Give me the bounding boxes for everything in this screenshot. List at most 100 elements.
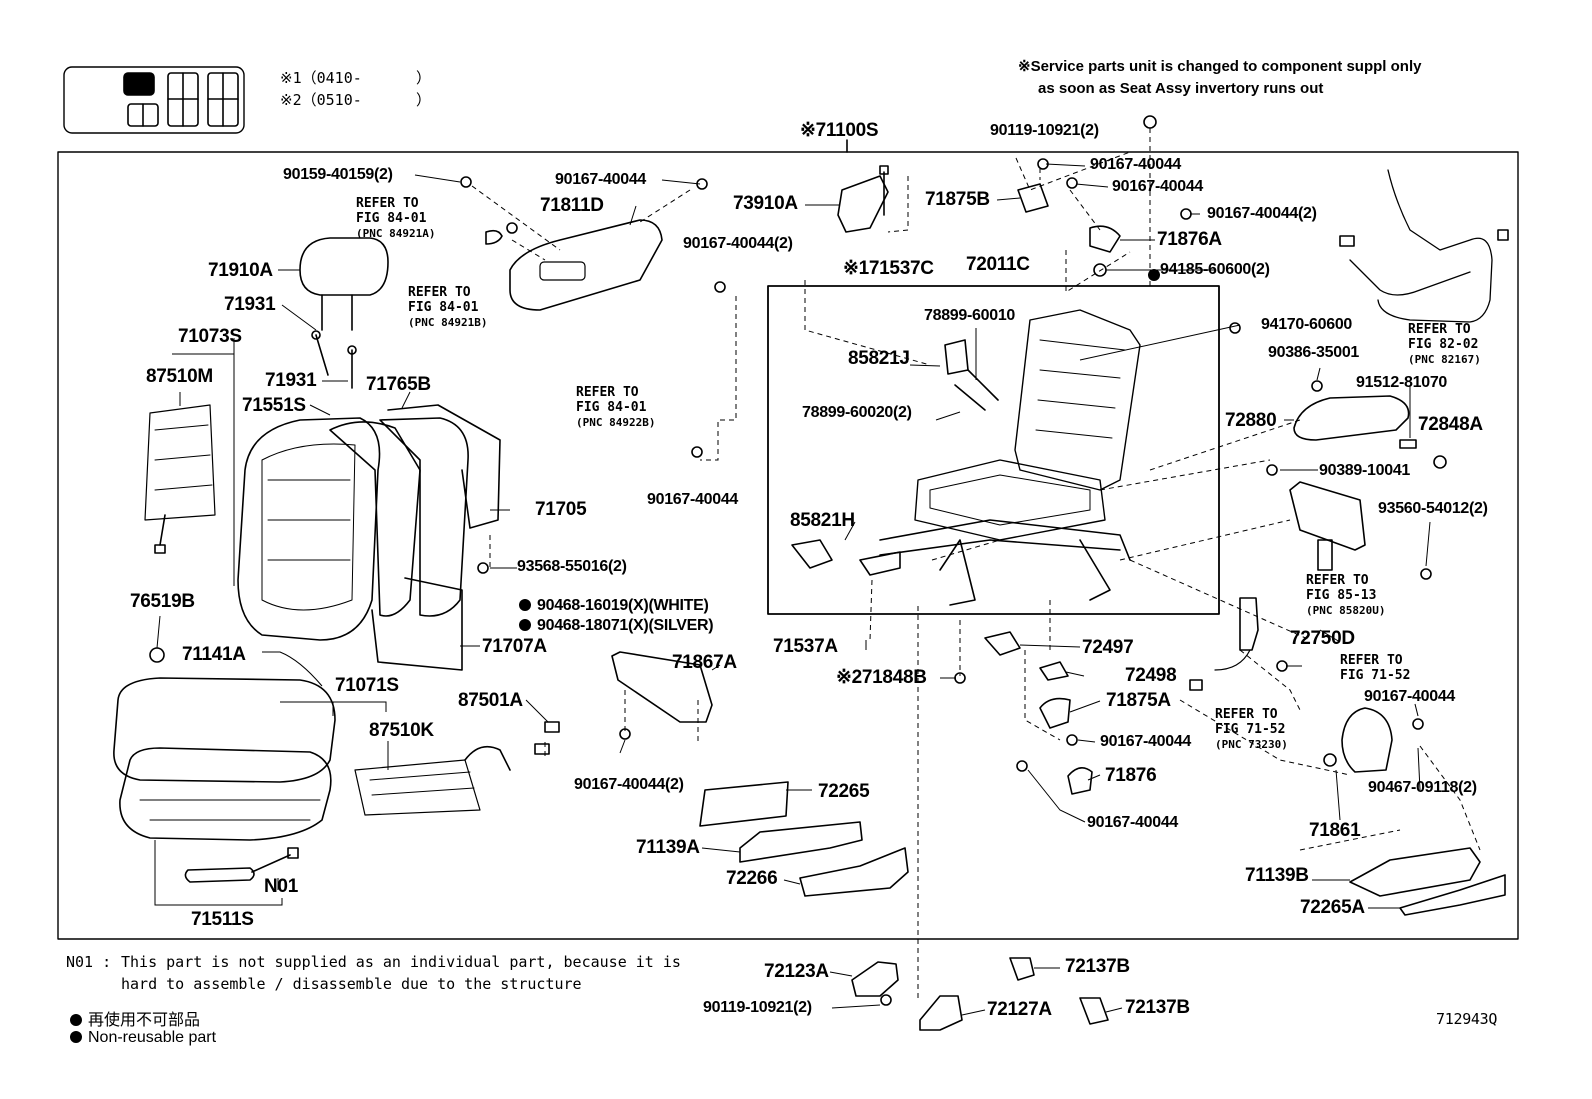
part-label: 73910A [733,193,798,214]
part-label: 90119-10921(2) [703,999,812,1016]
part-label: 94185-60600(2) [1160,261,1270,278]
part-label: 90167-40044 [647,491,739,508]
main-frame [57,151,1519,940]
part-label: 71705 [535,499,587,520]
part-label: 72266 [726,868,778,889]
part-label: 78899-60010 [924,307,1016,324]
footnote-line2: hard to assemble / disassemble due to th… [121,975,582,993]
footnote-line1: This part is not supplied as an individu… [121,953,681,971]
non-reusable-icon [70,1031,82,1043]
seat-frame-box [767,285,1220,615]
part-label: 90167-40044 [1087,814,1179,831]
seat-frame [859,309,1141,606]
side-shield [460,176,708,311]
part-label: 78899-60020(2) [802,404,912,421]
bracket-71876A [1089,225,1121,253]
part-label: 71071S [335,675,399,696]
part-label: 87510M [146,366,213,387]
part-label: 90167-40044(2) [574,776,684,793]
part-label: 90468-16019(X)(WHITE) [519,597,709,615]
part-label: 72123A [764,961,829,982]
part-label: 71141A [182,644,246,665]
figure-id: 712943Q [1436,1010,1498,1028]
armrest-bracket [1289,481,1366,551]
rail-cover-72265 [699,781,789,827]
non-reusable-icon [519,599,531,611]
cover-73910A [837,165,889,233]
rail-cover-72265A [1399,874,1506,916]
footnote-label: N01 : [66,953,112,971]
part-label: 71139B [1245,865,1309,886]
cap-72137B-bottom [1079,997,1109,1025]
part-label: 90467-09118(2) [1368,779,1477,796]
seat-heater-cushion [354,721,560,816]
leader-lines [154,163,1431,1016]
part-label: 71910A [208,260,273,281]
part-label: 85821H [790,510,855,531]
part-label: 87501A [458,690,523,711]
headrest [299,237,389,389]
part-label: 71511S [191,909,254,930]
seat-cushion [113,677,336,883]
part-label: 90468-18071(X)(SILVER) [519,617,714,635]
part-label: 71537A [773,636,838,657]
part-label: 71876 [1105,765,1157,786]
legend-en: Non-reusable part [70,1029,216,1047]
part-label: 71073S [178,326,242,347]
rail-cover-71139B [1349,847,1481,897]
armrest [1293,395,1410,441]
part-label: 72750D [1290,628,1355,649]
part-label: ※271848B [836,667,927,688]
part-label: 76519B [130,591,195,612]
part-label: 71931 [224,294,276,315]
part-label: 72498 [1125,665,1177,686]
part-label: 72265 [818,781,870,802]
part-label: 90389-10041 [1319,462,1411,479]
part-label: 72127A [987,999,1052,1020]
cover-72123A [851,961,899,997]
part-label: 72497 [1082,637,1134,658]
part-label: 72848A [1418,414,1483,435]
service-note-line1: ※Service parts unit is changed to compon… [1018,58,1422,75]
rail-cover-72266 [799,847,909,897]
non-reusable-icon [1148,265,1166,284]
part-label: 87510K [369,720,434,741]
part-label: 71876A [1157,229,1222,250]
part-label: 71931 [265,370,317,391]
bracket-72498 [1039,661,1069,681]
part-label: 71139A [636,837,700,858]
variant-note-1: ※1（0410- ） [280,69,431,87]
variant-key-box [63,66,245,134]
part-label: 71875A [1106,690,1171,711]
cap-72137B-top [1009,957,1035,981]
part-label: ※71100S [800,120,879,141]
part-label: 90167-40044 [1364,688,1456,705]
part-label: 72011C [966,254,1030,275]
dashed-lines [471,128,1481,1000]
part-label: ※171537C [843,258,934,279]
motor-85821H [791,539,833,569]
part-label: N01 [264,876,298,897]
part-label: 90167-40044 [555,171,647,188]
part-label: 90167-40044(2) [1207,205,1317,222]
part-label: 90167-40044 [1112,178,1204,195]
part-label: 72137B [1065,956,1130,977]
part-label: 93560-54012(2) [1378,500,1488,517]
non-reusable-icon [70,1014,82,1026]
part-label: 71765B [366,374,431,395]
part-label: 71861 [1309,820,1361,841]
bracket-71875B [1017,183,1049,213]
hinge-cover-71861 [1341,707,1393,773]
bracket-72497 [984,631,1021,656]
part-label: 71811D [540,195,604,216]
part-label: 71551S [242,395,306,416]
lower-trim-panel [611,651,713,723]
